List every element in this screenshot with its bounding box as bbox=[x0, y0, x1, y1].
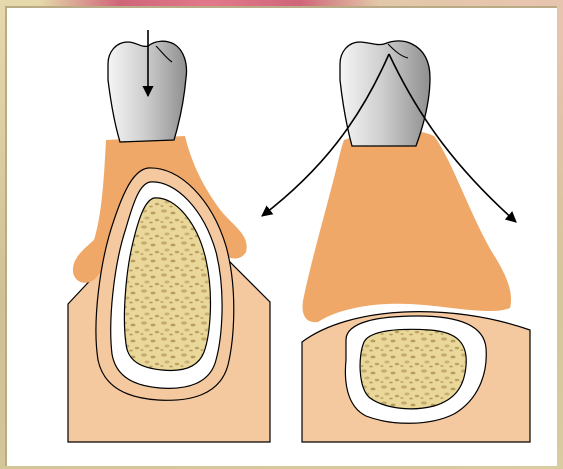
right-section bbox=[262, 41, 530, 442]
right-gingiva bbox=[303, 130, 511, 323]
right-tooth-crown bbox=[340, 41, 430, 146]
left-section bbox=[68, 30, 270, 442]
right-cancellous-bone bbox=[360, 329, 466, 408]
